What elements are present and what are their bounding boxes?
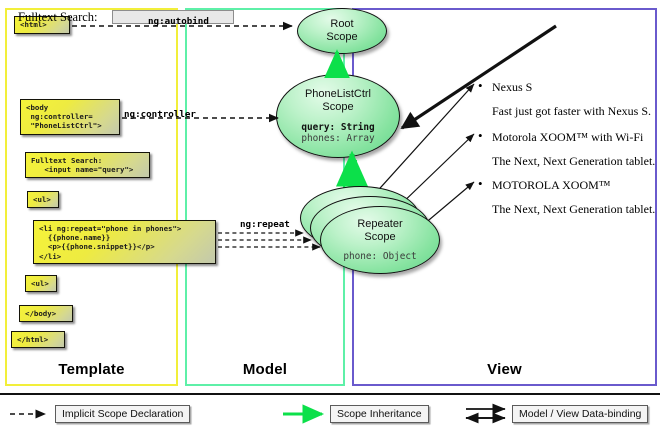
scope-prop-phones: phones: Array: [301, 133, 375, 144]
scope-phonelistctrl-title-line2: Scope: [322, 101, 354, 113]
view-phone-snippet: The Next, Next Generation tablet.: [492, 202, 656, 216]
scope-repeater-title-line2: Scope: [364, 231, 396, 243]
view-phone-snippet: Fast just got faster with Nexus S.: [492, 104, 651, 118]
connector-label-ng-autobind: ng:autobind: [148, 16, 209, 27]
scope-root: Root Scope: [297, 8, 387, 54]
scope-prop-phone: phone: Object: [343, 251, 417, 262]
scope-root-title-line1: Root: [330, 18, 354, 30]
legend-label-scope-inheritance: Scope Inheritance: [330, 405, 429, 423]
bullet-icon: •: [478, 176, 483, 191]
scope-repeater-title-line1: Repeater: [357, 218, 403, 230]
code-box-html-open: <html>: [14, 16, 70, 34]
code-box-body-close: </body>: [19, 305, 73, 322]
view-phone-name[interactable]: MOTOROLA XOOM™: [492, 178, 611, 192]
view-phone-name[interactable]: Nexus S: [492, 80, 533, 94]
column-label-view: View: [487, 361, 522, 378]
code-box-fulltext-search: Fulltext Search: <input name="query">: [25, 152, 150, 178]
view-search-label: Fulltext Search:: [18, 10, 98, 24]
code-box-ul-open: <ul>: [27, 191, 59, 208]
code-box-html-close: </html>: [11, 331, 65, 348]
scope-prop-query: query: String: [301, 122, 375, 133]
bullet-icon: •: [478, 78, 483, 93]
legend-arrow-model-view-data-binding: [465, 403, 506, 424]
connector-label-ng-controller: ng:controller: [124, 109, 196, 120]
scope-phonelistctrl-title-line1: PhoneListCtrl: [304, 88, 372, 100]
view-phone-snippet: The Next, Next Generation tablet.: [492, 154, 656, 168]
legend-divider: [0, 393, 660, 395]
code-box-body-open: <body ng:controller= "PhoneListCtrl">: [20, 99, 120, 135]
code-box-li-repeat: <li ng:repeat="phone in phones"> {{phone…: [33, 220, 216, 264]
bullet-icon: •: [478, 128, 483, 143]
scope-phonelistctrl: PhoneListCtrl Scope query: String phones…: [276, 74, 400, 158]
legend-label-implicit-scope-declaration: Implicit Scope Declaration: [55, 405, 191, 423]
scope-repeater: Repeater Scope phone: Object: [320, 206, 440, 274]
column-label-template: Template: [58, 361, 125, 378]
view-phone-name[interactable]: Motorola XOOM™ with Wi-Fi: [492, 130, 644, 144]
column-label-model: Model: [242, 361, 288, 378]
view-search-input[interactable]: [112, 10, 234, 24]
code-box-ul-close: <ul>: [25, 275, 57, 292]
connector-label-ng-repeat: ng:repeat: [240, 219, 290, 230]
legend-label-model-view-data-binding: Model / View Data-binding: [512, 405, 649, 423]
scope-root-title-line2: Scope: [326, 31, 358, 43]
